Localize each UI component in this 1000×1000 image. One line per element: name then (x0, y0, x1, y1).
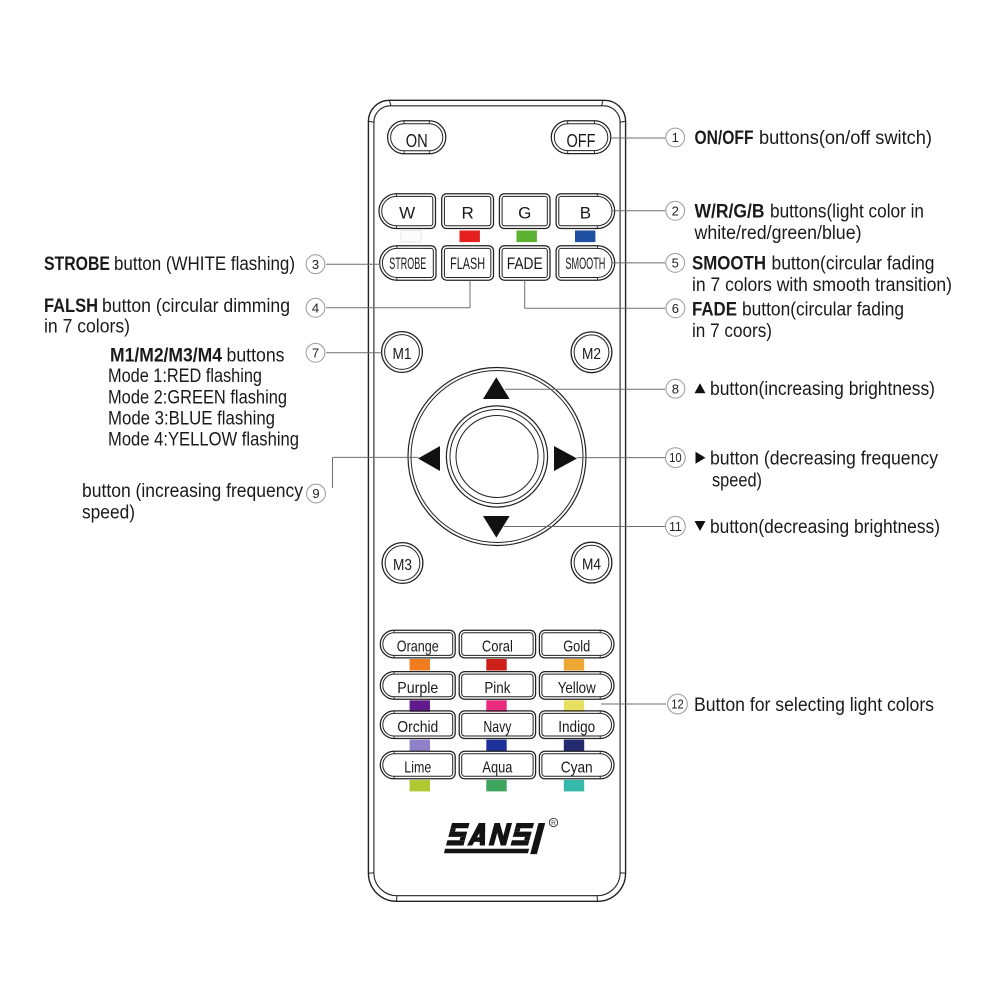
svg-text:FADE: FADE (507, 255, 543, 273)
svg-text:in 7 coors): in 7 coors) (692, 321, 772, 342)
svg-text:button (circular dimming: button (circular dimming (102, 296, 290, 317)
svg-text:Coral: Coral (482, 639, 513, 656)
svg-text:R: R (461, 203, 473, 222)
svg-text:Lime: Lime (404, 760, 431, 777)
svg-text:Yellow: Yellow (558, 680, 596, 697)
svg-text:8: 8 (672, 381, 679, 396)
svg-text:button (decreasing frequency: button (decreasing frequency (710, 448, 938, 469)
svg-text:buttons(light color in: buttons(light color in (770, 201, 924, 222)
svg-text:in 7 colors with smooth transi: in 7 colors with smooth transition) (692, 275, 952, 296)
svg-text:M2: M2 (582, 346, 601, 363)
svg-text:G: G (518, 203, 531, 222)
svg-text:Button for selecting light col: Button for selecting light colors (694, 695, 934, 716)
svg-text:M4: M4 (582, 557, 601, 574)
svg-text:button (WHITE flashing): button (WHITE flashing) (114, 254, 295, 275)
svg-text:W/R/G/B: W/R/G/B (695, 201, 765, 222)
svg-text:speed): speed) (712, 470, 762, 491)
svg-text:SMOOTH: SMOOTH (565, 255, 605, 273)
svg-text:2: 2 (672, 203, 679, 218)
svg-text:STROBE: STROBE (389, 255, 426, 273)
svg-text:12: 12 (671, 698, 684, 712)
svg-text:W: W (399, 203, 415, 222)
svg-text:B: B (580, 203, 591, 222)
svg-text:ON/OFF: ON/OFF (695, 128, 754, 149)
svg-text:1: 1 (672, 130, 679, 145)
svg-text:button(increasing brightness): button(increasing brightness) (710, 379, 935, 400)
svg-text:6: 6 (672, 301, 679, 316)
svg-text:4: 4 (312, 300, 319, 315)
svg-text:white/red/green/blue): white/red/green/blue) (694, 223, 862, 244)
svg-text:button(circular fading: button(circular fading (742, 299, 904, 320)
svg-text:in 7 colors): in 7 colors) (44, 316, 130, 337)
svg-text:button(circular fading: button(circular fading (772, 253, 935, 274)
svg-text:buttons: buttons (227, 346, 285, 367)
svg-text:M1: M1 (393, 346, 412, 363)
svg-text:Mode 4:YELLOW flashing: Mode 4:YELLOW flashing (108, 430, 299, 451)
svg-text:Mode 2:GREEN flashing: Mode 2:GREEN flashing (108, 387, 287, 408)
svg-text:button (increasing frequency: button (increasing frequency (82, 481, 303, 502)
svg-text:button(decreasing brightness): button(decreasing brightness) (710, 517, 940, 538)
svg-text:buttons(on/off switch): buttons(on/off switch) (759, 128, 932, 149)
svg-text:10: 10 (669, 451, 682, 465)
svg-text:speed): speed) (82, 503, 135, 524)
svg-text:M3: M3 (393, 557, 412, 574)
svg-text:Purple: Purple (397, 680, 438, 697)
svg-text:Cyan: Cyan (561, 760, 593, 777)
svg-text:9: 9 (312, 486, 319, 501)
svg-text:FALSH: FALSH (44, 296, 98, 317)
svg-text:STROBE: STROBE (44, 254, 110, 275)
svg-text:Mode 3:BLUE flashing: Mode 3:BLUE flashing (108, 409, 275, 430)
svg-text:3: 3 (312, 257, 319, 272)
svg-text:Gold: Gold (563, 639, 590, 656)
svg-text:Pink: Pink (484, 680, 511, 697)
svg-text:5: 5 (672, 256, 679, 271)
svg-text:Orange: Orange (397, 639, 439, 656)
svg-text:SMOOTH: SMOOTH (692, 253, 766, 274)
svg-text:Aqua: Aqua (482, 760, 512, 777)
svg-text:ON: ON (406, 131, 428, 151)
svg-text:Mode 1:RED flashing: Mode 1:RED flashing (108, 366, 262, 387)
svg-text:7: 7 (312, 345, 319, 360)
svg-text:OFF: OFF (567, 131, 596, 151)
svg-text:R: R (551, 820, 556, 827)
svg-text:Navy: Navy (483, 719, 511, 736)
svg-text:Indigo: Indigo (558, 719, 595, 736)
svg-text:FLASH: FLASH (450, 255, 485, 273)
svg-text:11: 11 (669, 520, 682, 534)
svg-text:M1/M2/M3/M4: M1/M2/M3/M4 (110, 346, 222, 367)
svg-text:FADE: FADE (692, 299, 737, 320)
svg-text:Orchid: Orchid (397, 719, 438, 736)
